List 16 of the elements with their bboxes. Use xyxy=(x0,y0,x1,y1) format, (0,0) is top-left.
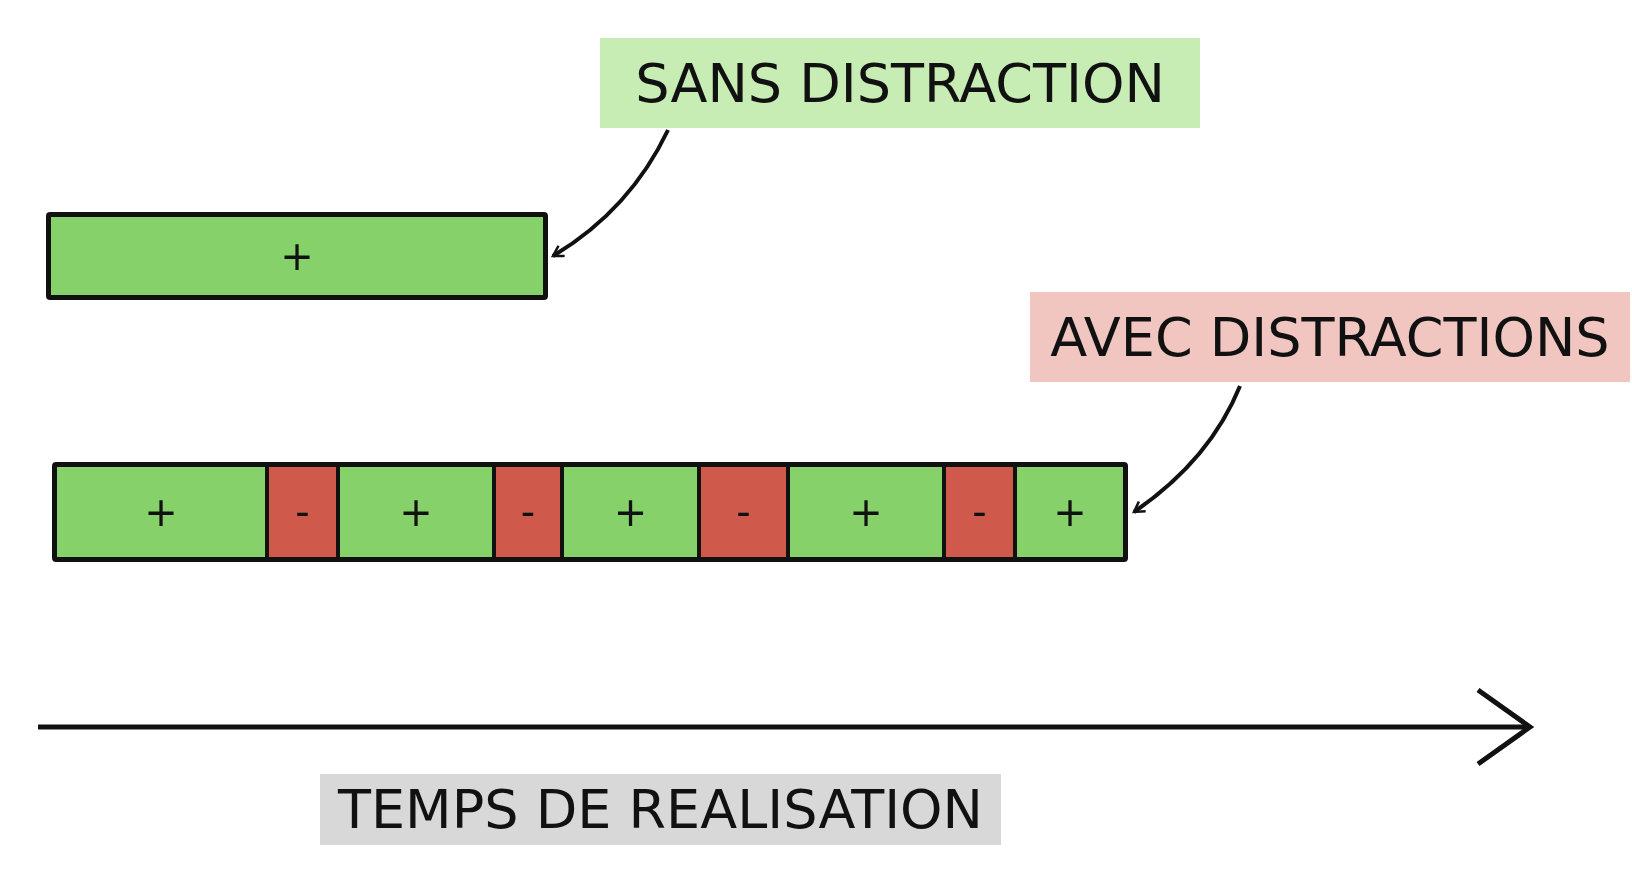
bar-segment: + xyxy=(336,467,492,557)
highlighted-label: SANS DISTRACTION xyxy=(600,38,1200,128)
bar-segment: + xyxy=(1013,467,1123,557)
bar-segment: - xyxy=(942,467,1013,557)
arrow xyxy=(551,129,670,258)
bar-segment: + xyxy=(786,467,942,557)
arrow xyxy=(1132,385,1242,514)
bar-segment: - xyxy=(265,467,336,557)
bar-segment: + xyxy=(560,467,697,557)
highlighted-label: AVEC DISTRACTIONS xyxy=(1030,292,1630,382)
progress-bar: + xyxy=(46,212,548,300)
bar-segment: - xyxy=(492,467,560,557)
segmented-bar xyxy=(52,462,1128,562)
bar-segment: - xyxy=(697,467,786,557)
bar-segment: + xyxy=(57,467,265,557)
axis-title: TEMPS DE REALISATION xyxy=(320,774,1001,845)
